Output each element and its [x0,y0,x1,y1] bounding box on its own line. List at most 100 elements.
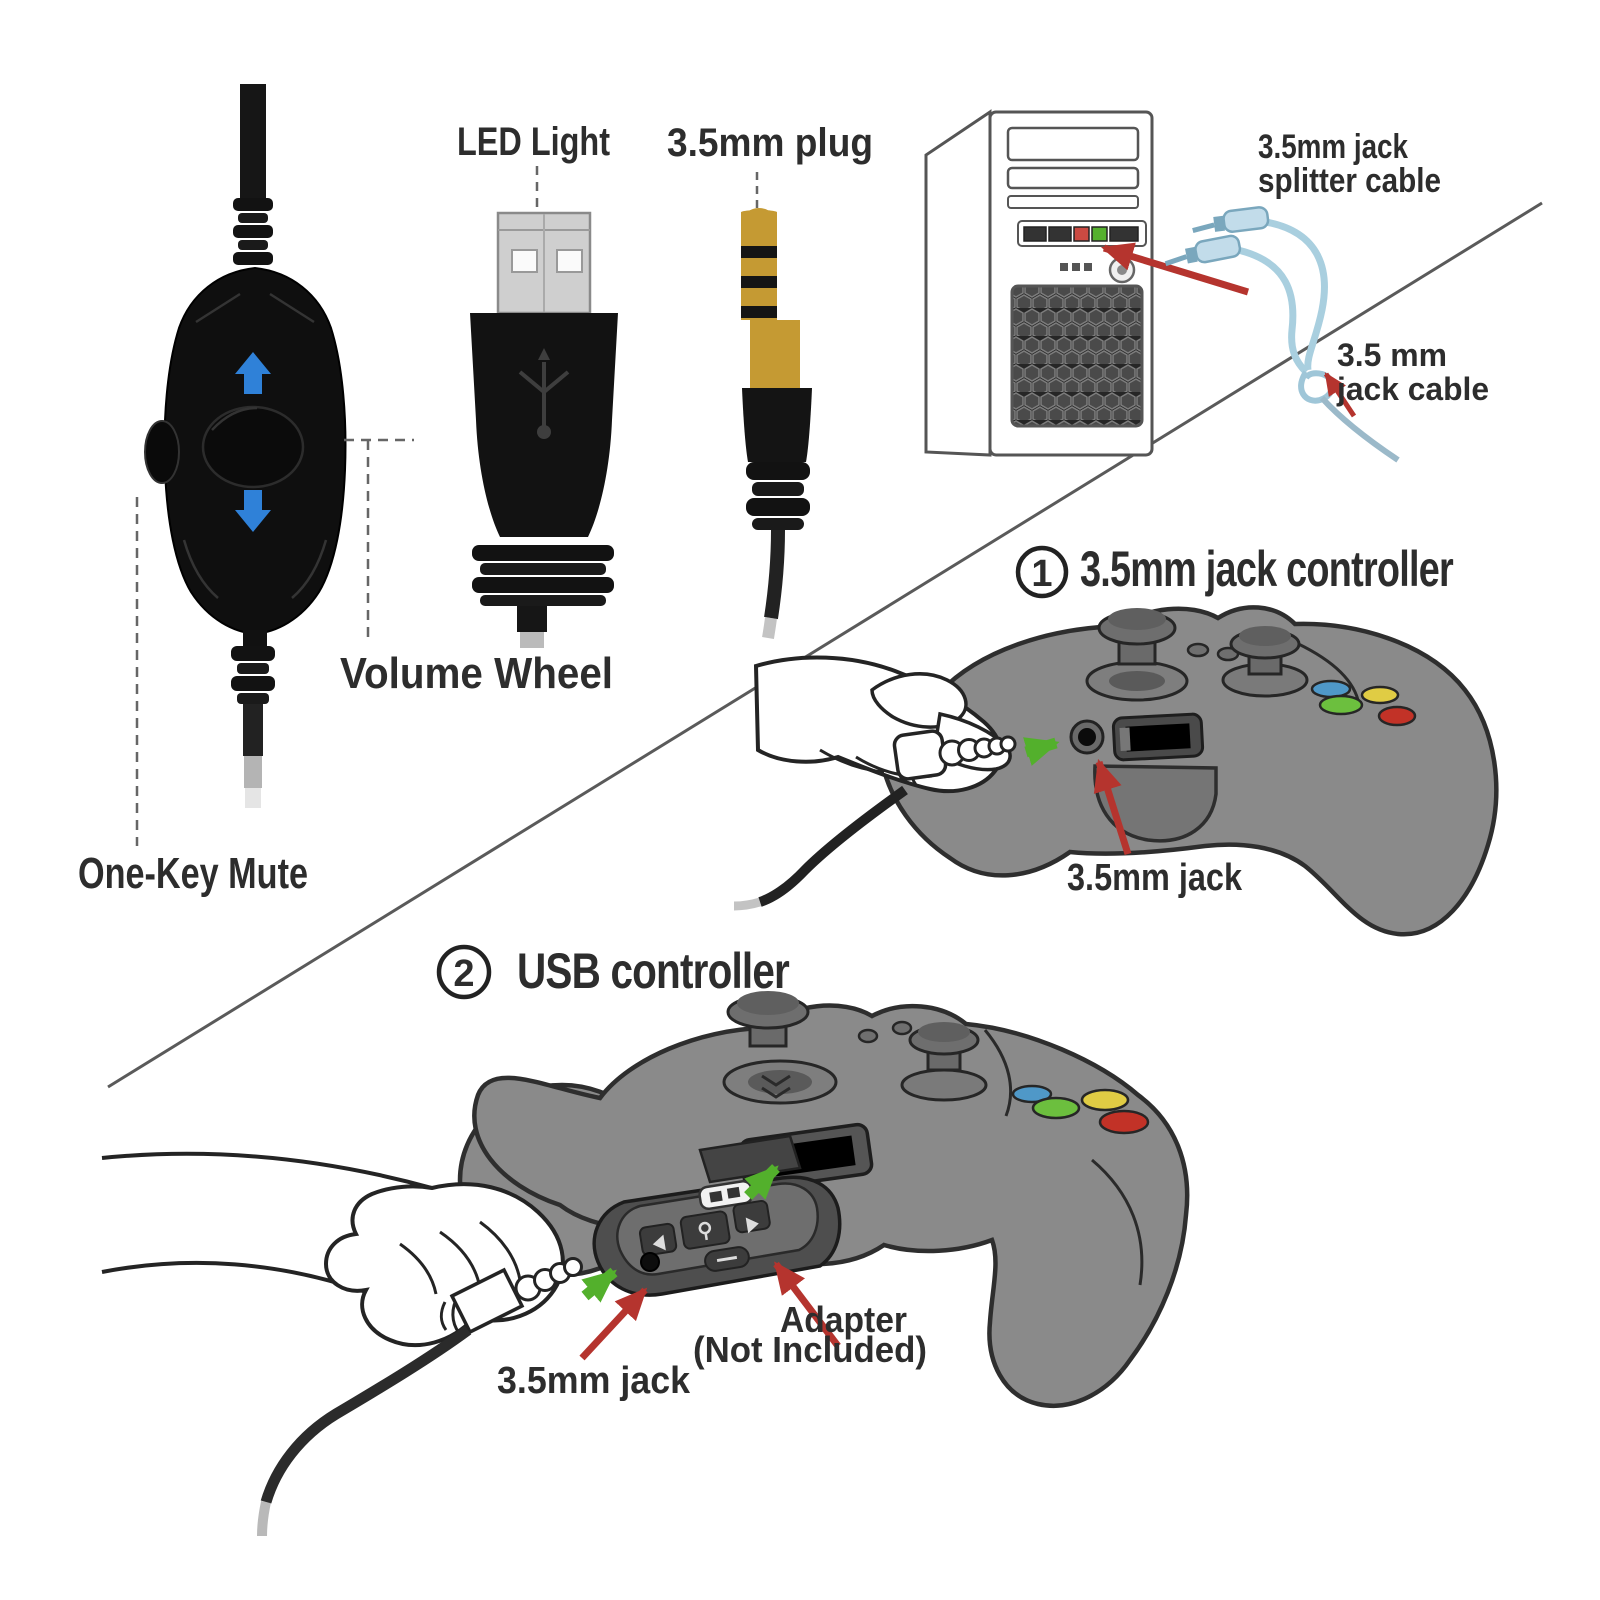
mic-port[interactable] [1073,226,1090,242]
remote-cable-bottom [243,704,263,756]
adapter-clip [698,1179,754,1211]
one-key-mute-label: One-Key Mute [78,849,308,898]
drive-bay-slim [1007,195,1139,209]
tower-side-face [924,109,992,457]
held-plug-coil [938,735,1017,767]
controller-35mm-jack[interactable] [1078,728,1096,746]
menu-button[interactable] [1186,642,1210,658]
left-thumbstick-top [1108,608,1166,630]
plug-tip [741,208,777,230]
jack-callout-arrow [579,1287,648,1361]
led-light-label: LED Light [457,120,610,164]
plug-body [742,388,812,462]
headset-cable-fade [733,897,762,911]
dpad-center [1109,671,1165,691]
usb-port[interactable] [1023,226,1047,242]
splitter-cable-label-line2: splitter cable [1258,162,1441,200]
jack-callout-arrow [1093,758,1132,856]
right-thumbstick-top [918,1022,970,1042]
power-button-center [1117,265,1127,275]
section-jack-controller [733,545,1499,937]
plug-strain-relief [746,462,810,530]
adapter-minus-icon [716,1255,738,1263]
expansion-slot [1111,712,1205,762]
ports-callout-arrow [1100,242,1250,296]
jack-cable-callout-arrow [1323,372,1357,418]
face-button-x[interactable] [1310,679,1352,699]
one-key-mute-button[interactable] [144,420,180,484]
face-button-y[interactable] [1080,1088,1130,1112]
adapter-35mm-jack[interactable] [640,1252,660,1272]
cable-fade-1 [244,756,262,788]
usb-port[interactable] [1048,226,1072,242]
drive-bay [1006,126,1140,162]
jack-cable-label-line2: jack cable [1336,371,1489,407]
usb-trident-logo [518,348,570,439]
step-2-number: 2 [453,953,474,995]
plug-label: 3.5mm plug [667,121,873,165]
volume-wheel-pointer-line [344,438,414,642]
cable-fade-2 [245,788,261,808]
step-number-circle [1015,545,1069,599]
adapter-label-line2: (Not Included) [693,1329,927,1370]
insert-arrow-green [581,1267,618,1303]
left-thumbstick-top [737,991,799,1015]
volume-up-arrow-icon [235,352,271,394]
splitter-branch-cable [1237,246,1309,375]
section-1-title: 3.5mm jack controller [1080,541,1453,597]
menu-button[interactable] [857,1028,879,1044]
dpad-chevrons [761,1074,791,1099]
headphone-port[interactable] [1091,226,1108,242]
plug-collar [750,320,800,388]
face-button-x[interactable] [1011,1084,1053,1104]
pod-facet-lines [182,292,328,599]
face-button-b[interactable] [1377,705,1417,727]
controller-trigger-flap [1093,764,1218,843]
step-number-circle [436,944,492,1000]
remote-top-strain-relief [233,198,273,265]
splitter-plug [1192,206,1270,234]
headset-cable-fade [257,1500,271,1537]
splitter-cable-label-line1: 3.5mm jack [1258,128,1408,166]
insert-arrow-green [744,1164,780,1200]
indicator-led [1060,263,1068,271]
aux-port[interactable] [1109,226,1139,242]
face-button-y[interactable] [1360,685,1400,705]
face-button-a[interactable] [1031,1096,1081,1120]
indicator-led [1072,263,1080,271]
plug-cable-fade [762,617,777,639]
splitter-cable [1164,206,1400,463]
section-usb-controller [101,944,1190,1537]
insert-arrow-green [1023,737,1060,766]
pc-front-ports [1023,226,1139,242]
plug-shaft [741,210,777,320]
indicator-led [1084,263,1092,271]
jack-cable-tail [1319,395,1400,463]
adapter-buttons[interactable] [638,1199,776,1282]
face-button-b[interactable] [1098,1109,1150,1135]
usb-contact-hole [511,249,538,273]
usb-connector [470,166,618,648]
face-button-a[interactable] [1318,694,1364,716]
remote-cable-top [240,84,266,202]
jack-label-section2: 3.5mm jack [497,1360,691,1402]
volume-wheel[interactable] [201,405,305,489]
drive-bay [1006,166,1140,190]
body-seams [983,1029,1144,1286]
held-plug-body [449,1267,525,1335]
volume-wheel-label: Volume Wheel [340,649,613,698]
body-seam [1289,638,1360,701]
adapter-left-icon [652,1234,666,1251]
right-thumbstick-top [1239,626,1291,646]
audio-plug-35mm [741,172,812,639]
usb-cable-fade [520,632,544,648]
headset-cable [260,1325,472,1504]
usb-strain-relief [472,545,614,606]
view-button[interactable] [891,1020,913,1036]
step-1-number: 1 [1031,553,1052,595]
usb-contact-hole [556,249,583,273]
splitter-branch-cable [1265,218,1328,371]
wheel-highlight [211,406,258,431]
